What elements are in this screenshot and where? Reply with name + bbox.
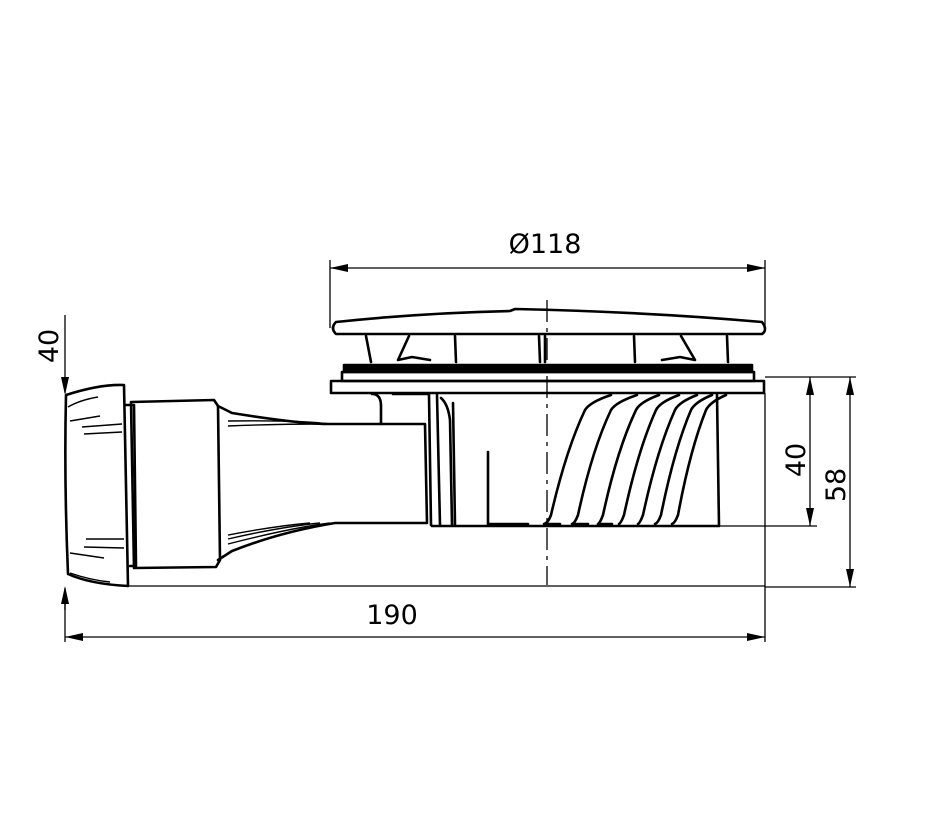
- drain-body: [370, 392, 728, 528]
- drain-cover: [329, 307, 767, 395]
- dimension-outlet-diameter: 40: [34, 315, 69, 610]
- dimension-label-cover: Ø118: [509, 229, 582, 260]
- dimension-label-length: 190: [366, 600, 418, 631]
- outlet-pipe: [64, 383, 429, 588]
- dimension-cover-diameter: Ø118: [329, 229, 766, 330]
- dimension-total-height: 58: [765, 377, 856, 588]
- dimension-label-body: 40: [781, 443, 812, 477]
- dimension-label-total: 58: [821, 468, 852, 502]
- dimension-body-height: 40: [719, 376, 856, 527]
- dimension-label-outlet: 40: [34, 329, 65, 363]
- dimension-overall-length: 190: [64, 393, 766, 642]
